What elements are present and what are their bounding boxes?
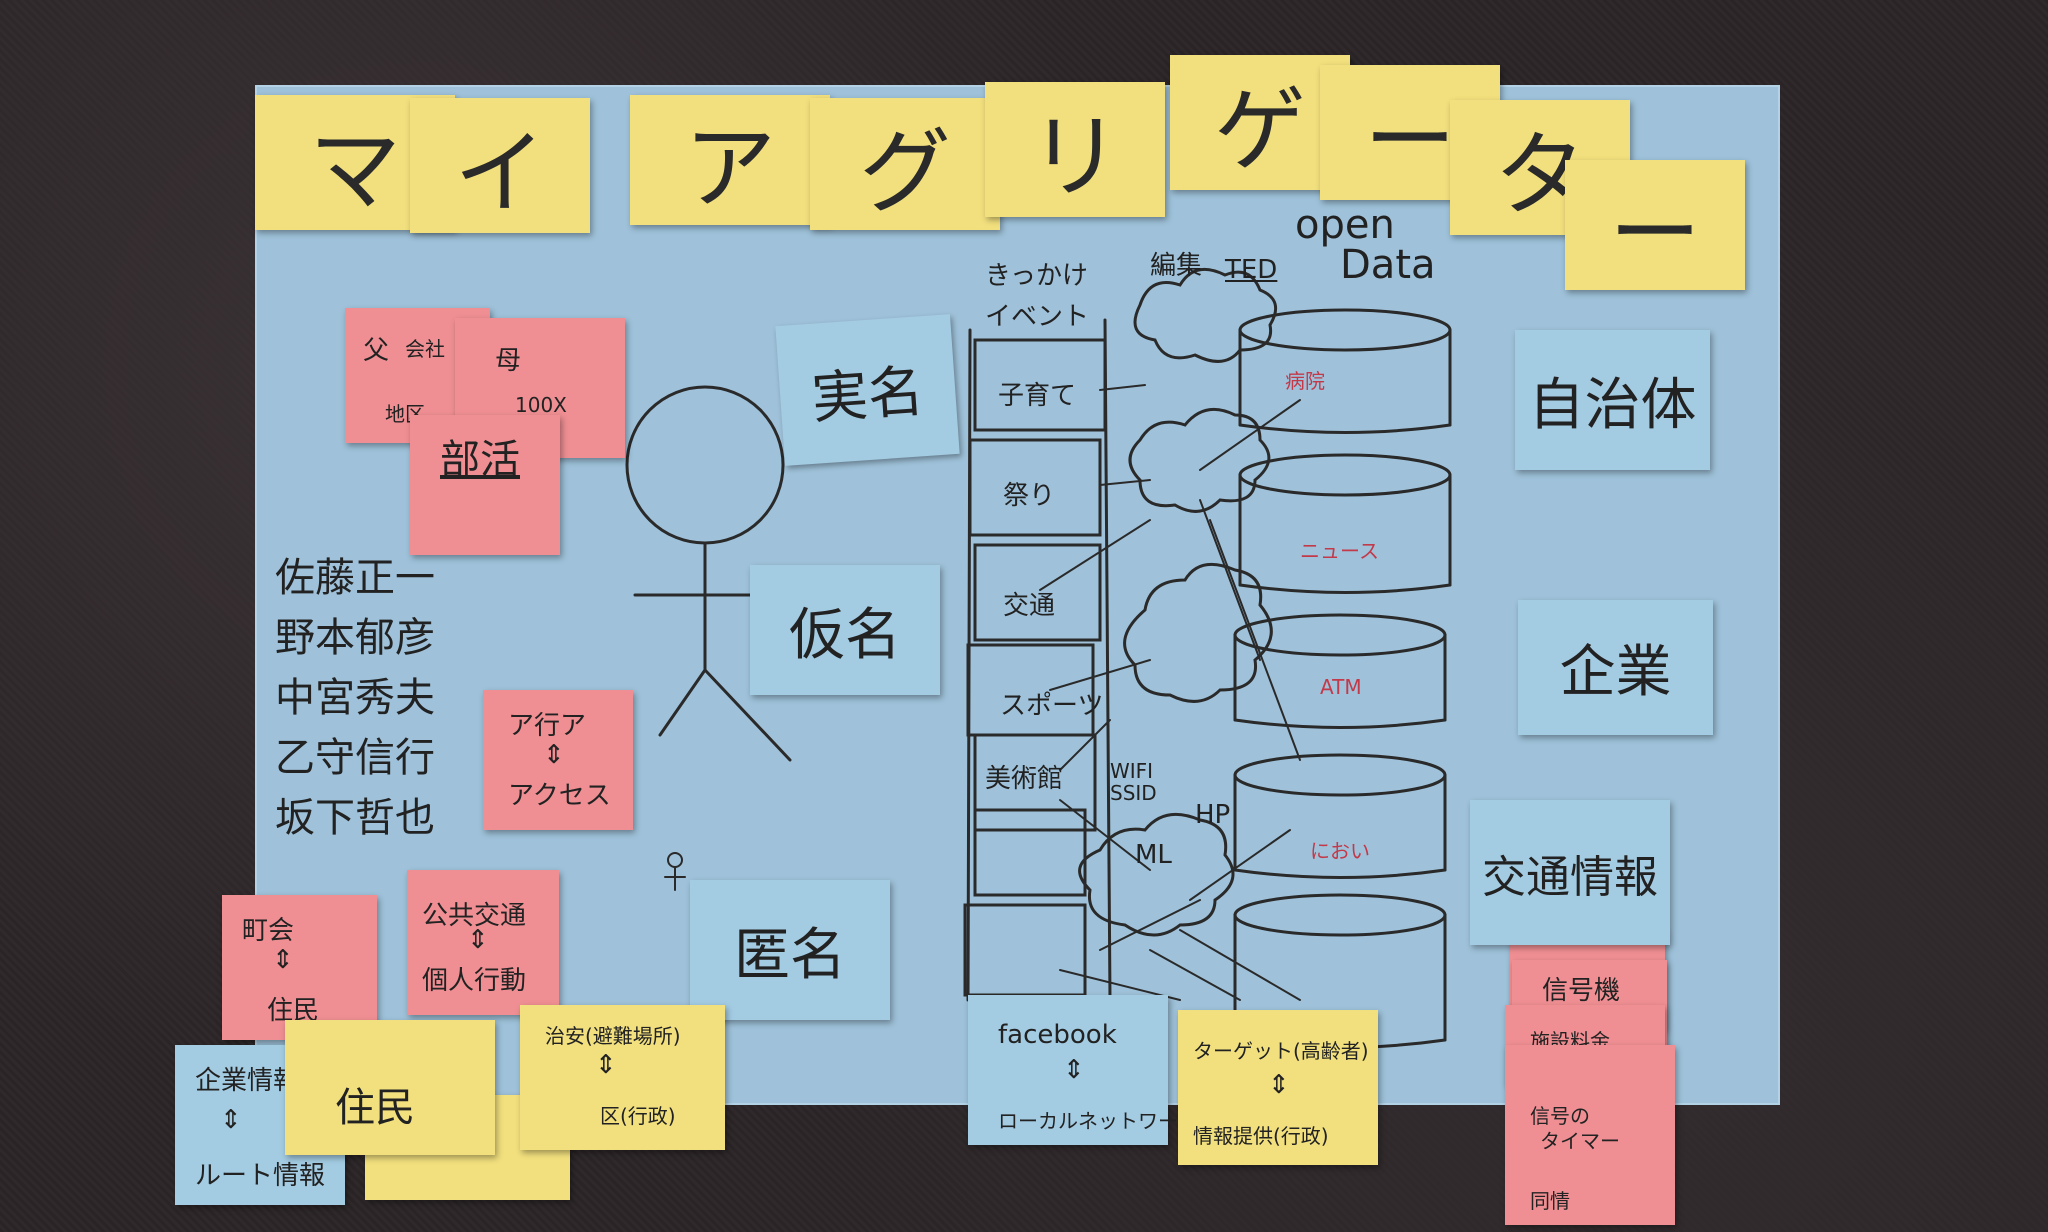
target-text: 情報提供(行政)	[1193, 1124, 1329, 1148]
title-note-3: ア	[630, 95, 830, 225]
kigyou-jouhou-text: ルート情報	[195, 1161, 326, 1191]
choukai-note: 町会 ⇕ 住民	[222, 895, 377, 1040]
title-char: ー	[1608, 179, 1701, 287]
henshuu-label: 編集	[1150, 251, 1203, 281]
title-char: ー	[1363, 87, 1456, 194]
db-label: におい	[1310, 839, 1370, 863]
title-char: リ	[1028, 104, 1121, 211]
facebook-text: facebook	[998, 1020, 1117, 1050]
right-stack-text: タイマー	[1540, 1129, 1620, 1153]
name-item: 乙守信行	[275, 735, 435, 781]
arrow-icon: ⇕	[467, 925, 489, 955]
event-label: 子育て	[998, 381, 1077, 411]
title-char: グ	[858, 118, 951, 226]
event-label: スポーツ	[1000, 691, 1104, 721]
event-label: 祭り	[1003, 481, 1056, 511]
event-label: 美術館	[985, 764, 1064, 794]
mother-text: 100X	[515, 393, 567, 417]
title-char: ア	[683, 114, 776, 222]
kouei-note: 公共交通 ⇕ 個人行動	[407, 870, 559, 1015]
title-note-5: リ	[985, 82, 1165, 217]
kouei-text: 個人行動	[422, 966, 527, 996]
ted-label: TED	[1225, 255, 1278, 285]
arrow-icon: ⇕	[272, 945, 294, 975]
wifi-line: WIFI	[1110, 759, 1154, 783]
bukatsu-text: 部活	[440, 437, 520, 483]
title-note-4: グ	[810, 98, 1000, 230]
events-header: きっかけ イベント	[985, 255, 1089, 333]
koutsuu-text: 交通情報	[1482, 851, 1658, 903]
name-item: 佐藤正一	[275, 555, 435, 601]
kigyou-text: 企業	[1559, 640, 1672, 705]
name-item: 坂下哲也	[275, 795, 435, 841]
chian-text: 治安(避難場所)	[545, 1024, 681, 1048]
event-label: 交通	[1003, 591, 1056, 621]
chian-note: 治安(避難場所) ⇕ 区(行政)	[520, 1005, 725, 1150]
target-note: ターゲット(高齢者) ⇕ 情報提供(行政)	[1178, 1010, 1378, 1165]
hp-label: HP	[1195, 800, 1231, 830]
right-stack-note-3: 信号の タイマー 同情	[1505, 1045, 1675, 1225]
title-char: マ	[308, 117, 401, 224]
jichitai-text: 自治体	[1528, 372, 1697, 438]
mother-text: 母	[495, 346, 522, 376]
jichitai-note: 自治体	[1515, 330, 1710, 470]
right-stack-text: 同情	[1530, 1189, 1570, 1213]
arrow-icon: ⇕	[1268, 1070, 1290, 1100]
jitsumei-text: 実名	[809, 358, 926, 432]
arrow-icon: ⇕	[220, 1105, 242, 1135]
title-char: ゲ	[1213, 77, 1306, 184]
open-data-line: Data	[1340, 242, 1436, 288]
db-label: ATM	[1320, 675, 1362, 699]
wifi-line: SSID	[1110, 781, 1157, 805]
right-stack-text: 信号の	[1530, 1104, 1590, 1128]
target-text: ターゲット(高齢者)	[1193, 1039, 1369, 1063]
facebook-note: facebook ⇕ ローカルネットワーク	[968, 995, 1198, 1145]
right-stack-text: 信号機	[1542, 976, 1621, 1006]
kouei-text: 公共交通	[422, 901, 527, 931]
a-gyou-text: アクセス	[508, 781, 611, 811]
choukai-text: 町会	[242, 916, 295, 946]
tokumei-text: 匿名	[734, 922, 846, 988]
title-note-2: イ	[410, 98, 590, 233]
db-label: ニュース	[1300, 539, 1379, 563]
bukatsu-note: 部活	[410, 415, 560, 555]
jumin-text: 住民	[335, 1085, 415, 1131]
name-item: 中宮秀夫	[275, 675, 435, 721]
kamei-note: 仮名	[750, 565, 940, 695]
events-header-line: きっかけ	[985, 261, 1088, 291]
jumin-note: 住民	[285, 1020, 495, 1155]
events-header-line: イベント	[985, 302, 1090, 332]
name-item: 野本郁彦	[275, 615, 435, 661]
a-gyou-text: ア行ア	[508, 711, 587, 741]
kigyou-note: 企業	[1518, 600, 1713, 735]
arrow-icon: ⇕	[595, 1050, 617, 1080]
kigyou-jouhou-text: 企業情報	[195, 1066, 300, 1096]
koutsuu-note: 交通情報	[1470, 800, 1670, 945]
arrow-icon: ⇕	[1063, 1055, 1085, 1085]
a-gyou-note: ア行ア ⇕ アクセス	[483, 690, 633, 830]
tokumei-note: 匿名	[690, 880, 890, 1020]
db-label: 病院	[1285, 369, 1325, 393]
facebook-text: ローカルネットワーク	[998, 1109, 1198, 1133]
open-data-line: open	[1295, 202, 1395, 248]
family-text: 会社	[405, 337, 445, 361]
names-list: 佐藤正一 野本郁彦 中宮秀夫 乙守信行 坂下哲也	[275, 548, 435, 848]
ml-label: ML	[1135, 840, 1172, 870]
kamei-text: 仮名	[789, 602, 901, 668]
title-char: イ	[453, 120, 546, 227]
arrow-icon: ⇕	[543, 740, 565, 770]
jitsumei-note: 実名	[775, 314, 960, 466]
family-text: 父	[363, 336, 390, 366]
title-note-9: ー	[1565, 160, 1745, 290]
wifi-label: WIFI SSID	[1110, 760, 1157, 804]
open-data-label: open Data	[1295, 205, 1436, 285]
chian-text: 区(行政)	[600, 1104, 676, 1128]
